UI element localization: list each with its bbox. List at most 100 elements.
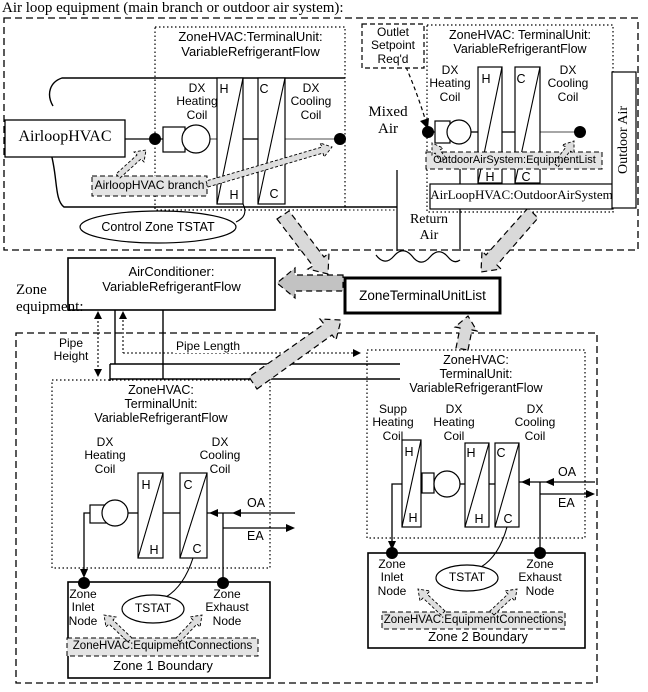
- zone1-oa-label: OA: [247, 496, 266, 510]
- tu1-box: [154, 26, 346, 211]
- tu2-heating-letter-bottom: H: [485, 170, 494, 184]
- z1-ea-arrowhead: [286, 524, 295, 532]
- z2-conn-arrow-inlet: [417, 588, 446, 616]
- tu1-heating-letter-bottom: H: [229, 188, 238, 202]
- tu2-cooling-letter-top: C: [516, 72, 525, 86]
- tu2-fan: [446, 119, 472, 145]
- z2-supp-heating-coil-diagonal: [401, 439, 422, 528]
- zone1-heating-coil-label: DX Heating Coil: [84, 435, 126, 476]
- zone1-inlet-node-dot: [78, 577, 90, 589]
- zone2-inlet-node-dot: [386, 547, 398, 559]
- tu2-outlet-node: [574, 126, 586, 138]
- z1-connections-plate: [66, 637, 259, 657]
- zone2-tstat-label: TSTAT: [448, 570, 486, 584]
- tu2-cooling-coil-label: DX Cooling Coil: [547, 63, 589, 104]
- pipe-length-label: Pipe Length: [174, 339, 242, 354]
- z2-heating-letter-top: H: [466, 446, 475, 460]
- z1-heating-letter-top: H: [141, 478, 150, 492]
- tu1-outlet-node: [334, 133, 346, 145]
- tu1-cooling-letter-bottom: C: [269, 187, 278, 201]
- z2-tstat-ellipse: [435, 564, 499, 592]
- mixed-air-label: Mixed Air: [368, 104, 408, 137]
- z2-heating-coil-diagonal: [464, 442, 490, 528]
- outlet-setpoint-pointer: [405, 66, 427, 123]
- tu1-cooling-coil-diagonal: [257, 77, 286, 205]
- return-duct-break: [375, 250, 461, 263]
- z1-cooling-letter-bottom: C: [192, 542, 201, 556]
- zone1-boundary-label: Zone 1 Boundary: [113, 658, 213, 673]
- zone2-exhaust-node-label: Zone Exhaust Node: [518, 557, 562, 598]
- zone1-cooling-coil-label: DX Cooling Coil: [199, 435, 241, 476]
- outdoor-air-label: Outdoor Air: [616, 105, 632, 175]
- tu1-cooling-letter-top: C: [259, 82, 268, 96]
- z1-tstat-ellipse: [121, 594, 185, 624]
- outdoor-air-box: [611, 71, 637, 209]
- z2-ea-arrowhead: [586, 490, 595, 498]
- zone2-tu-box: [366, 349, 586, 539]
- z2-heating-letter-bottom: H: [474, 512, 483, 526]
- zone2-tu-title: ZoneHVAC: TerminalUnit: VariableRefriger…: [409, 353, 543, 395]
- zone2-exhaust-node-dot: [534, 547, 546, 559]
- branch-label: AirloopHVAC branch: [94, 178, 205, 192]
- oa-equiplist-label: OutdoorAirSystem:EquipmentList: [433, 154, 596, 166]
- return-air-label: Return Air: [409, 212, 449, 243]
- pipe-height-arrowhead-down: [94, 369, 102, 377]
- branch-arrow-to-node2: [205, 142, 333, 188]
- zone1-tu-title: ZoneHVAC: TerminalUnit: VariableRefriger…: [94, 383, 228, 425]
- arrow-tu1-to-list: [276, 210, 330, 275]
- z2-cooling-coil-diagonal: [494, 442, 520, 528]
- arrow-tu2-to-list: [480, 207, 539, 273]
- equiplist-arrow-to-node3: [431, 142, 447, 163]
- zone1-connections-label: ZoneHVAC:EquipmentConnections: [72, 640, 253, 652]
- outlet-setpoint-label: Outlet Setpoint Req'd: [370, 25, 416, 66]
- airloophvac-box: [4, 119, 126, 158]
- zone2-supp-coil-label: Supp Heating Coil: [372, 402, 414, 443]
- branch-arrow-to-node1: [115, 149, 147, 179]
- tu2-inlet-node: [422, 126, 434, 138]
- pipe-length-arrowhead-up: [119, 311, 127, 319]
- zone-terminal-unit-list-label: ZoneTerminalUnitList: [359, 288, 486, 303]
- tu1-fan: [181, 124, 211, 154]
- arrow-zone2-to-list: [453, 315, 479, 351]
- z1-supply-arrowhead: [80, 569, 88, 578]
- z2-oa-arrowhead-2: [545, 478, 554, 486]
- z2-conn-arrow-exhaust: [489, 588, 518, 616]
- z1-conn-arrow-inlet: [103, 614, 133, 643]
- tu2-box: [426, 24, 614, 213]
- tu2-heating-coil-label: DX Heating Coil: [429, 63, 471, 104]
- duct-bottom-line: [49, 149, 397, 208]
- z1-cooling-coil-diagonal: [179, 472, 208, 559]
- z2-fan-inlet: [421, 472, 435, 494]
- zone2-oa-label: OA: [558, 465, 577, 479]
- z2-supp-letter-bottom: H: [408, 511, 417, 525]
- zone2-ea-label: EA: [558, 496, 575, 510]
- z1-oa-arrowhead-2: [232, 509, 241, 517]
- z2-supp-letter-top: H: [404, 445, 413, 459]
- air-conditioner-box: [67, 257, 276, 311]
- zone-terminal-unit-list-box: [343, 276, 502, 315]
- zone-equipment-section-title: Zone equipment:: [16, 282, 84, 315]
- zone1-exhaust-node-label: Zone Exhaust Node: [205, 587, 249, 628]
- z2-oa-arrowhead-1: [521, 478, 530, 486]
- zone1-exhaust-node-dot: [217, 577, 229, 589]
- z1-fan: [101, 499, 129, 527]
- z2-cooling-letter-top: C: [496, 446, 505, 460]
- duct-top-line: [48, 77, 345, 107]
- control-zone-tstat-ellipse: [79, 210, 237, 244]
- branch-label-plate: [91, 175, 208, 197]
- pipe-length-arrowhead-right: [353, 349, 361, 357]
- pipe-height-label: Pipe Height: [53, 336, 89, 364]
- tu1-cooling-coil-label: DX Cooling Coil: [290, 81, 332, 122]
- oa-system-box: [429, 183, 614, 210]
- tu2-cooling-letter-bottom: C: [521, 170, 530, 184]
- zone1-boundary-box: [67, 581, 271, 679]
- zone1-tstat-label: TSTAT: [134, 601, 172, 615]
- air-loop-section-border: [3, 17, 639, 251]
- z1-oa-arrowhead-1: [209, 509, 218, 517]
- zone2-connections-label: ZoneHVAC:EquipmentConnections: [383, 614, 564, 626]
- z1-heating-letter-bottom: H: [149, 543, 158, 557]
- zone1-tu-box: [51, 379, 271, 569]
- z2-supply-line: [391, 483, 402, 542]
